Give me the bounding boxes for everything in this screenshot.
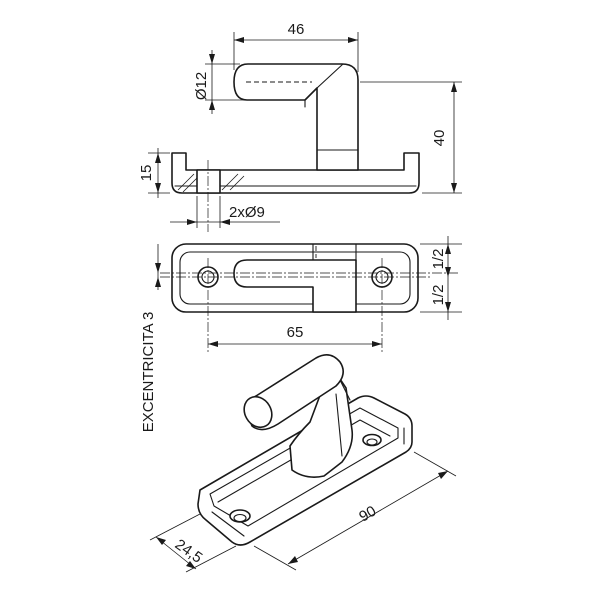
dim-diameter-peg: Ø12 [193, 72, 210, 100]
dim-length-group: 90 [253, 451, 457, 571]
dim-half-top: 1/2 [430, 249, 447, 270]
label-eccentricity: EXCENTRICITA 3 [140, 312, 157, 433]
dim-half-bottom: 1/2 [430, 285, 447, 306]
plan-view: 65 1/2 1/2 EXCENTRICITA 3 [140, 236, 462, 432]
side-elevation-view: 46 Ø12 40 15 2xØ9 [138, 21, 462, 232]
dim-base-height: 15 [138, 165, 155, 182]
dim-width-base: 24,5 [172, 536, 206, 567]
dim-holes: 2xØ9 [229, 204, 265, 221]
dim-width-top: 46 [288, 21, 305, 38]
dim-height-total: 40 [431, 130, 448, 147]
isometric-view [197, 354, 413, 546]
dim-hole-spacing: 65 [287, 324, 304, 341]
dim-length: 90 [356, 503, 379, 526]
